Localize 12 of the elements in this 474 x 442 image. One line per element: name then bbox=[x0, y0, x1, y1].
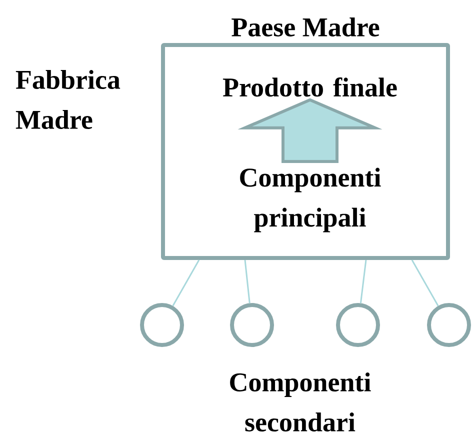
empty-circle bbox=[336, 303, 380, 347]
connector-line bbox=[411, 260, 439, 306]
empty-circle bbox=[427, 303, 471, 347]
connector-line bbox=[360, 260, 367, 304]
box-label: Componenti principali bbox=[240, 168, 381, 232]
caption-label: Componenti secondari bbox=[230, 372, 371, 432]
empty-circle bbox=[230, 303, 274, 347]
empty-circle bbox=[140, 303, 184, 347]
box-label: Prodotto finale bbox=[222, 77, 397, 97]
connector-line bbox=[172, 260, 200, 306]
side-label: Fabbrica Madre bbox=[16, 70, 120, 129]
connector-line bbox=[244, 260, 250, 304]
